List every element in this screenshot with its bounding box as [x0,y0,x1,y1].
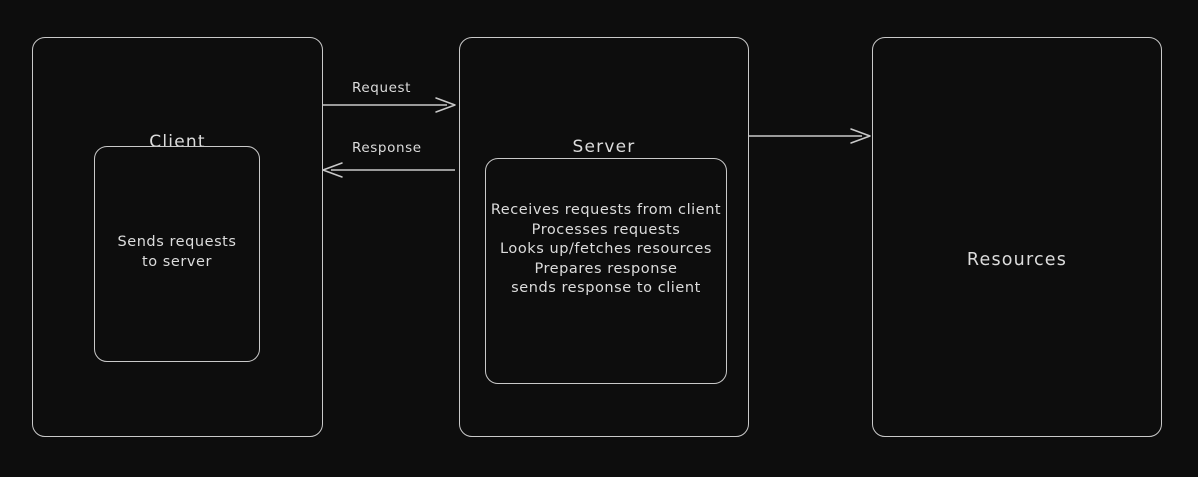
resources-title: Resources [966,250,1068,270]
client-inner-line: to server [141,253,213,270]
server-to-resources-arrow[interactable] [749,128,871,144]
client-inner-line: Sends requests [117,234,237,250]
server-node[interactable]: Server Receives requests from client Pro… [459,37,749,437]
request-arrowhead-icon [435,97,456,113]
request-arrow[interactable] [323,97,456,113]
response-arrow-label: Response [352,140,422,156]
response-arrow[interactable] [322,162,455,178]
server-title: Server [572,137,636,157]
server-to-resources-arrowhead-icon [850,128,871,144]
server-inner-text: Receives requests from client Processes … [486,201,726,299]
server-inner-line: Prepares response [534,260,678,277]
server-inner-box[interactable]: Receives requests from client Processes … [485,158,727,384]
server-inner-line: Processes requests [531,221,681,238]
request-arrow-label: Request [352,80,412,96]
server-inner-line: sends response to client [511,280,701,296]
server-inner-line: Receives requests from client [490,202,722,218]
response-arrowhead-icon [322,162,343,178]
client-node[interactable]: Client Sends requests to server [32,37,323,437]
client-inner-box[interactable]: Sends requests to server [94,146,260,362]
client-inner-text: Sends requests to server [95,233,259,272]
client-title: Client [149,132,206,152]
server-inner-line: Looks up/fetches resources [500,241,712,257]
resources-node[interactable]: Resources [872,37,1162,437]
